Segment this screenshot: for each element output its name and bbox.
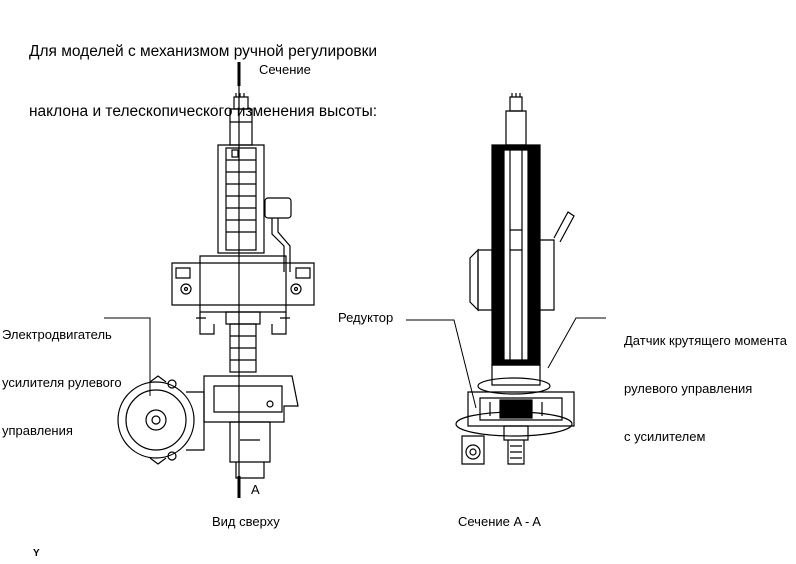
corner-mark: Y (33, 548, 40, 559)
title-line-2: наклона и телескопического изменения выс… (29, 103, 378, 120)
motor-label-line-2: усилителя рулевого (2, 375, 122, 390)
motor-label-line-1: Электродвигатель (2, 327, 112, 342)
section-view-drawing (456, 93, 574, 464)
title-line-1: Для моделей с механизмом ручной регулиро… (29, 43, 378, 60)
section-label: Сечение (259, 62, 311, 77)
section-view-caption: Сечение A - A (458, 514, 541, 529)
top-view-caption: Вид сверху (212, 514, 280, 529)
motor-label-line-3: управления (2, 423, 73, 438)
page-title: Для моделей с механизмом ручной регулиро… (29, 2, 377, 142)
top-view-drawing (118, 93, 314, 478)
reducer-label: Редуктор (338, 310, 394, 325)
motor-label: Электродвигатель усилителя рулевого упра… (2, 295, 122, 455)
section-marker-a: A (251, 482, 260, 497)
torque-sensor-label-line-3: с усилителем (624, 429, 706, 444)
torque-sensor-label-line-2: рулевого управления (624, 381, 753, 396)
torque-sensor-label: Датчик крутящего момента рулевого управл… (624, 301, 787, 461)
torque-sensor-label-line-1: Датчик крутящего момента (624, 333, 787, 348)
